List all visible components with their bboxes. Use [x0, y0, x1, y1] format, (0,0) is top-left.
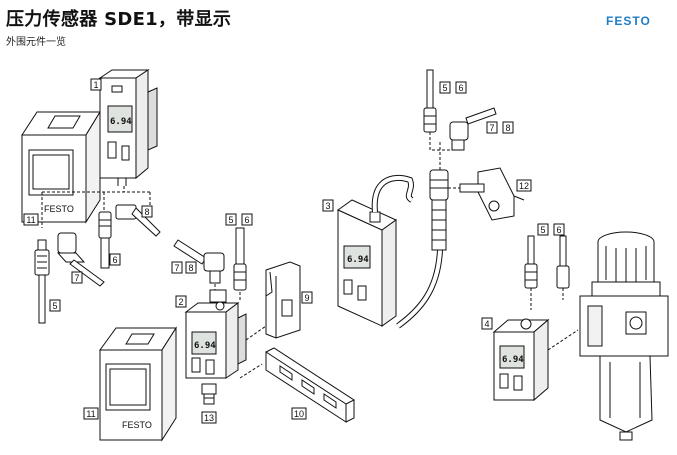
- callout-8-center: 8: [185, 261, 197, 274]
- callout-12-label: 12: [519, 181, 529, 191]
- straight-connector-cable-center: [233, 227, 247, 291]
- callout-6-left: 6: [109, 253, 121, 266]
- pressure-sensor-1: [98, 69, 158, 186]
- page-title: 压力传感器 SDE1，带显示: [6, 9, 232, 30]
- callout-5-top: 5: [439, 81, 451, 94]
- callout-1: 1: [90, 78, 102, 91]
- festo-logo: FESTO: [606, 14, 651, 28]
- callout-13-label: 13: [204, 413, 214, 423]
- callout-7-top-label: 7: [489, 123, 494, 133]
- callout-6-top: 6: [455, 81, 467, 94]
- straight-connector-cable-left: [34, 239, 50, 324]
- callout-5-top-label: 5: [442, 83, 447, 93]
- callout-6-right: 6: [553, 223, 565, 236]
- callout-10-label: 10: [294, 409, 304, 419]
- callout-13: 13: [201, 411, 217, 424]
- callout-3: 3: [322, 199, 334, 212]
- callout-7-left-label: 7: [74, 273, 79, 283]
- display-readout-3: 6.94: [347, 255, 369, 265]
- callout-2: 2: [175, 295, 187, 308]
- callout-8-left: 8: [141, 205, 153, 218]
- filter-regulator-unit: [579, 231, 669, 441]
- callout-8-top: 8: [502, 121, 514, 134]
- callout-8-left-label: 8: [144, 207, 149, 217]
- callout-6-right-label: 6: [556, 225, 561, 235]
- callout-7-center-label: 7: [174, 263, 179, 273]
- plug-connector-right: [556, 235, 570, 289]
- callout-8-top-label: 8: [505, 123, 510, 133]
- callout-5-center-label: 5: [228, 215, 233, 225]
- panel-mount-adapter: [459, 167, 525, 221]
- callout-8-center-label: 8: [188, 263, 193, 273]
- cable-socket-center: [429, 169, 449, 251]
- mounting-bracket: [265, 261, 301, 339]
- angled-plug-left: [115, 204, 161, 237]
- pressure-sensor-3-panel: [337, 199, 397, 327]
- callout-7-center: 7: [171, 261, 183, 274]
- callout-11-top: 11: [23, 213, 39, 226]
- callout-2-label: 2: [178, 297, 183, 307]
- pressure-sensor-4: [492, 318, 550, 402]
- push-in-fitting: [201, 383, 217, 405]
- protective-cover-top: [21, 110, 101, 224]
- pressure-sensor-2: [184, 289, 247, 379]
- plug-connector-left: [98, 211, 112, 269]
- callout-11-top-label: 11: [26, 215, 35, 225]
- callout-6-center: 6: [241, 213, 253, 226]
- angled-connector-cable-top: [449, 107, 497, 151]
- cover-brand-text-top: FESTO: [44, 204, 74, 214]
- callout-5-center: 5: [225, 213, 237, 226]
- callout-1-label: 1: [93, 80, 98, 90]
- display-readout-1: 6.94: [110, 117, 132, 127]
- callout-6-left-label: 6: [112, 255, 117, 265]
- straight-connector-cable-top: [423, 69, 437, 133]
- callout-7-top: 7: [486, 121, 498, 134]
- angled-connector-cable-center: [173, 239, 225, 284]
- straight-connector-cable-right: [524, 235, 538, 289]
- callout-12: 12: [516, 179, 532, 192]
- callout-6-top-label: 6: [458, 83, 463, 93]
- callout-9-label: 9: [304, 293, 309, 303]
- callout-5-left-label: 5: [52, 301, 57, 311]
- display-readout-4: 6.94: [502, 355, 524, 365]
- callout-5-right-label: 5: [540, 225, 545, 235]
- callout-5-right: 5: [537, 223, 549, 236]
- callout-9: 9: [301, 291, 313, 304]
- callout-11-bottom: 11: [83, 407, 99, 420]
- callout-10: 10: [291, 407, 307, 420]
- callout-5-left: 5: [49, 299, 61, 312]
- protective-cover-bottom: [99, 326, 177, 442]
- callout-4: 4: [481, 317, 493, 330]
- din-rail: [265, 347, 356, 423]
- callout-4-label: 4: [484, 319, 489, 329]
- callout-11-bottom-label: 11: [86, 409, 95, 419]
- callout-6-center-label: 6: [244, 215, 249, 225]
- angled-connector-cable-left: [56, 232, 105, 287]
- callout-3-label: 3: [325, 201, 330, 211]
- cover-brand-text-bottom: FESTO: [122, 420, 152, 430]
- display-readout-2: 6.94: [194, 341, 216, 351]
- callout-7-left: 7: [71, 271, 83, 284]
- page-subtitle: 外围元件一览: [6, 37, 66, 48]
